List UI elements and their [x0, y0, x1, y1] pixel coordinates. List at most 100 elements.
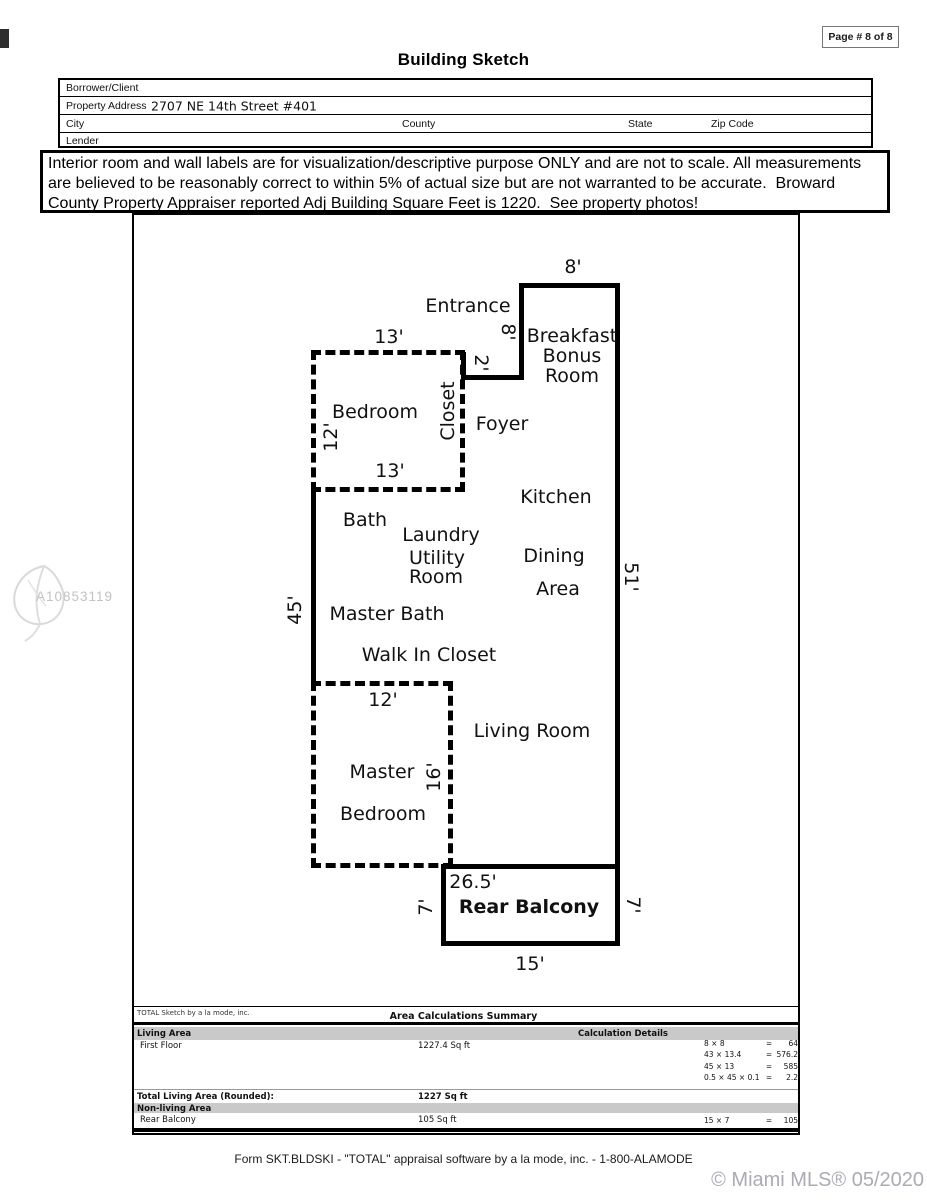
mls-id-watermark: A10853119 [36, 589, 114, 604]
room-label-laundry: Laundry [402, 524, 480, 547]
dim-label-master-top-12ft: 12' [368, 689, 398, 712]
wall-right-51ft [615, 283, 620, 946]
dim-label-balcony-right-7ft: 7' [621, 896, 644, 914]
property-address-value: 2707 NE 14th Street #401 [151, 98, 317, 113]
form-row-city-county: City County State Zip Code [60, 115, 871, 133]
dim-label-balcony-bottom-15ft: 15' [515, 953, 545, 976]
room-label-living-room: Living Room [473, 720, 591, 743]
calc-expression: 15 × 7 [704, 1116, 730, 1125]
room-label-master-bedroom: Bedroom [340, 803, 426, 826]
room-label-breakfast-bonus-room: Breakfast Bonus Room [526, 325, 618, 387]
wall-breakfast-top [519, 283, 620, 288]
wall-breakfast-left [519, 283, 524, 380]
room-label-entrance: Entrance [425, 295, 511, 318]
dim-label-entrance-8ft: 8' [496, 323, 519, 341]
total-living-area-value: 1227 Sq ft [418, 1092, 468, 1102]
calc-expression: 8 × 8 [704, 1039, 725, 1048]
borrower-label: Borrower/Client [66, 82, 139, 94]
calc-row-living-3: 45 × 13 = 585 [704, 1062, 798, 1071]
calc-equals: = [765, 1050, 773, 1059]
zip-code-label: Zip Code [711, 117, 754, 130]
room-label-kitchen: Kitchen [520, 486, 592, 509]
state-label: State [628, 117, 653, 130]
calc-expression: 43 × 13.4 [704, 1050, 742, 1059]
room-label-master: Master [349, 761, 415, 784]
room-label-rear-balcony: Rear Balcony [458, 896, 600, 919]
wall-balcony-bottom [441, 941, 620, 946]
room-label-dining: Dining [523, 545, 585, 568]
room-label-closet: Closet [437, 381, 460, 441]
wall-left-45ft [311, 487, 316, 687]
living-area-header: Living Area [137, 1029, 192, 1039]
table-bottom-border [134, 1128, 798, 1132]
dim-label-balcony-left-7ft: 7' [415, 898, 438, 916]
calc-value: 2.2 [786, 1073, 798, 1082]
nonliving-area-header: Non-living Area [137, 1104, 212, 1114]
city-label: City [66, 117, 85, 130]
room-label-utility: Utility [409, 547, 465, 570]
sketch-container [132, 213, 800, 1135]
county-label: County [402, 117, 436, 130]
calc-expression: 0.5 × 45 × 0.1 [704, 1073, 760, 1082]
room-label-utility-room: Room [408, 566, 464, 589]
calc-value: 576.2 [776, 1050, 798, 1059]
table-header-divider [134, 1022, 798, 1025]
dim-label-step-2ft: 2' [469, 354, 492, 372]
rear-balcony-row-area: 105 Sq ft [418, 1115, 457, 1125]
calc-row-nonliving-1: 15 × 7 = 105 [704, 1116, 798, 1125]
nonliving-header-bar [134, 1103, 798, 1113]
wall-living-bottom [441, 864, 620, 869]
table-title: Area Calculations Summary [389, 1011, 538, 1022]
calc-row-living-2: 43 × 13.4 = 576.2 [704, 1050, 798, 1059]
room-label-master-bath: Master Bath [329, 603, 445, 626]
dim-label-left-45ft: 45' [284, 595, 307, 625]
room-label-dining-area: Area [536, 578, 580, 601]
wall-entry-step-horizontal [461, 375, 524, 380]
calc-equals: = [765, 1073, 773, 1082]
mls-copyright-watermark: © Miami MLS® 05/2020 [711, 1169, 924, 1191]
leaf-watermark-icon [13, 564, 65, 642]
dim-label-balcony-26-5ft: 26.5' [449, 871, 497, 894]
dim-label-bedroom-top-13ft: 13' [374, 326, 404, 349]
living-area-header-bar [134, 1027, 798, 1040]
calc-equals: = [765, 1039, 773, 1048]
calc-row-living-1: 8 × 8 = 64 [704, 1039, 798, 1048]
property-form: Borrower/Client Property Address 2707 NE… [58, 78, 873, 148]
calc-value: 64 [788, 1039, 798, 1048]
calc-expression: 45 × 13 [704, 1062, 735, 1071]
calc-equals: = [765, 1116, 773, 1125]
calc-equals: = [765, 1062, 773, 1071]
total-living-area-label: Total Living Area (Rounded): [137, 1092, 274, 1102]
page-number-text: Page # 8 of 8 [828, 31, 893, 43]
lender-label: Lender [66, 134, 99, 147]
room-label-bedroom: Bedroom [332, 401, 418, 424]
form-row-lender: Lender [60, 133, 871, 148]
calculation-details-header: Calculation Details [578, 1029, 668, 1039]
wall-balcony-left [441, 864, 446, 946]
room-label-bath: Bath [342, 509, 388, 532]
rear-balcony-row-label: Rear Balcony [140, 1115, 196, 1125]
dim-label-breakfast-top-8ft: 8' [564, 256, 582, 279]
dim-label-bedroom-bottom-13ft: 13' [375, 460, 405, 483]
dim-label-bedroom-left-12ft: 12' [320, 422, 343, 452]
bedroom-dashed-outline [311, 350, 465, 492]
form-row-borrower: Borrower/Client [60, 80, 871, 97]
dim-label-master-right-16ft: 16' [423, 762, 446, 792]
property-address-label: Property Address [66, 99, 147, 112]
first-floor-label: First Floor [140, 1041, 182, 1051]
table-brand-text: TOTAL Sketch by a la mode, inc. [137, 1009, 250, 1017]
calc-row-living-4: 0.5 × 45 × 0.1 = 2.2 [704, 1073, 798, 1082]
form-row-property-address: Property Address 2707 NE 14th Street #40… [60, 97, 871, 115]
calc-value: 105 [783, 1116, 798, 1125]
disclaimer-box: Interior room and wall labels are for vi… [40, 150, 890, 213]
room-label-walk-in-closet: Walk In Closet [361, 644, 497, 667]
master-bedroom-dashed-outline [311, 681, 453, 868]
room-label-foyer: Foyer [475, 413, 529, 436]
table-top-line [134, 1006, 798, 1007]
calc-value: 585 [783, 1062, 798, 1071]
page-number-badge: Page # 8 of 8 [822, 26, 899, 48]
first-floor-area: 1227.4 Sq ft [418, 1041, 471, 1051]
total-row-divider [134, 1089, 798, 1090]
form-footer-text: Form SKT.BLDSKI - "TOTAL" appraisal soft… [234, 1152, 693, 1166]
